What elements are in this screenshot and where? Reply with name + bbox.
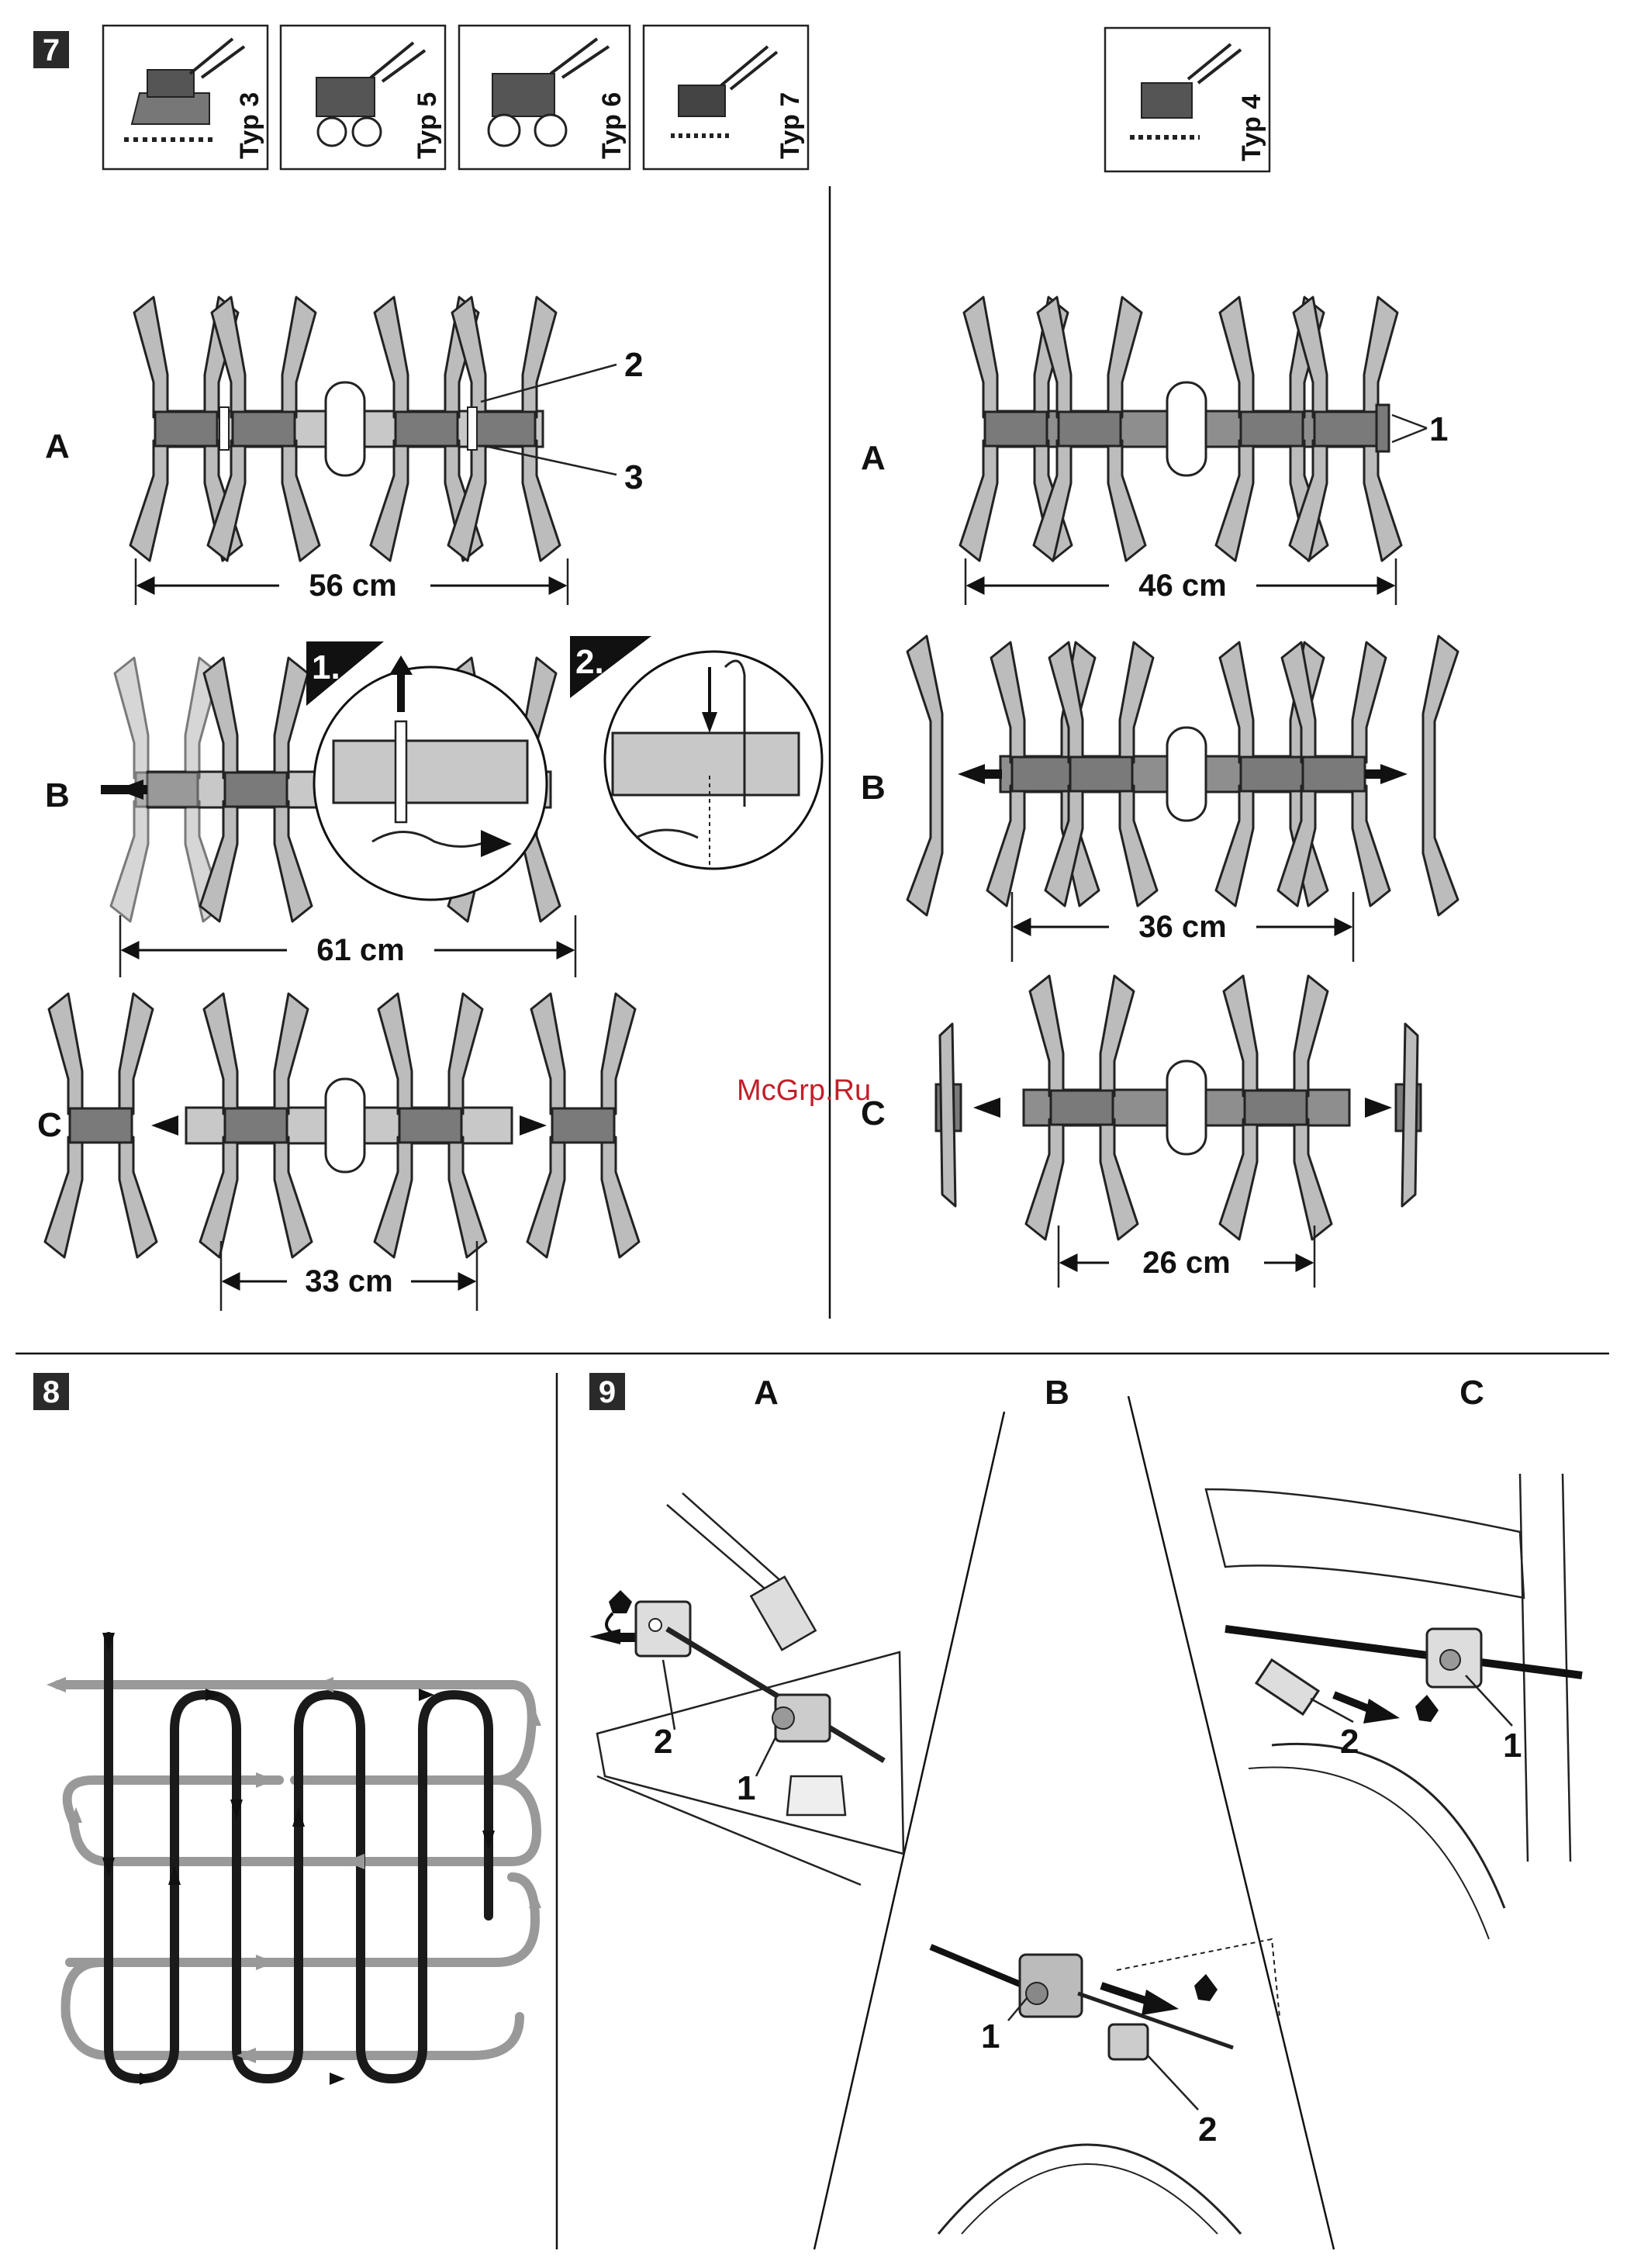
- callout-3: 3: [624, 458, 643, 496]
- type-thumbnail-typ5: Typ 5: [281, 26, 445, 169]
- row-letter: C: [37, 1106, 62, 1144]
- measure-46cm: 46 cm: [1138, 569, 1226, 603]
- fig7-right-row-B: B 36 cm: [861, 636, 1458, 962]
- fig7-left-row-C: C 33 cm: [37, 994, 639, 1311]
- callout-1: 1: [737, 1769, 755, 1807]
- type-thumbnail-typ4: Typ 4: [1105, 28, 1269, 171]
- step-1-label: 1.: [312, 648, 340, 686]
- rabbit-icon: [609, 1590, 632, 1613]
- watermark: McGrp.Ru: [737, 1074, 871, 1107]
- type-label-typ3: Typ 3: [235, 92, 264, 159]
- pin: [219, 407, 229, 450]
- panel-C-throttle: 2 1: [1206, 1474, 1582, 1939]
- fig7-right-row-A: A 1 46 cm: [861, 297, 1448, 605]
- detail-magnifier-step2: 2.: [570, 636, 822, 869]
- tilling-pattern-diagram: [47, 1633, 541, 2085]
- type-thumbnail-typ7: Typ 7: [644, 26, 808, 169]
- panel-A-throttle: 2 1: [589, 1493, 903, 1885]
- type-thumbnail-typ6: Typ 6: [459, 26, 630, 169]
- measure-61cm: 61 cm: [316, 933, 404, 967]
- row-letter: A: [861, 439, 886, 477]
- figure-7-number: 7: [43, 33, 60, 67]
- type-thumbnail-typ3: Typ 3: [103, 26, 268, 169]
- step-2-label: 2.: [575, 643, 604, 681]
- figure-9-number: 9: [599, 1375, 616, 1409]
- callout-1: 1: [1503, 1727, 1522, 1765]
- row-letter: B: [45, 776, 70, 814]
- row-letter: B: [861, 769, 886, 807]
- panel-letter-C: C: [1459, 1374, 1484, 1412]
- measure-33cm: 33 cm: [305, 1264, 392, 1298]
- callout-2: 2: [1198, 2111, 1217, 2149]
- panel-letter-B: B: [1045, 1374, 1069, 1412]
- rabbit-icon: [1194, 1974, 1218, 2001]
- figure-8: 8: [33, 1373, 541, 2085]
- fig7-left-row-B: B 1. 2.: [45, 636, 822, 977]
- measure-56cm: 56 cm: [309, 569, 396, 603]
- callout-2: 2: [654, 1723, 672, 1761]
- figure-8-number: 8: [43, 1375, 60, 1409]
- figure-7-header: 7 Typ 3 Typ 5: [33, 26, 1269, 171]
- callout-1: 1: [1429, 410, 1448, 448]
- detail-magnifier-step1: 1.: [306, 641, 547, 900]
- rabbit-icon: [1415, 1695, 1439, 1722]
- measure-36cm: 36 cm: [1138, 910, 1226, 944]
- type-label-typ4: Typ 4: [1237, 95, 1266, 161]
- pin: [468, 407, 477, 450]
- panel-B-throttle: 1 2: [931, 1939, 1280, 2234]
- figure-9: 9 A B C 2 1: [589, 1373, 1582, 2249]
- type-label-typ6: Typ 6: [597, 92, 627, 159]
- fig7-right-row-C: C 26 cm: [861, 976, 1421, 1288]
- fig7-left-row-A: A 2 3 56 cm: [45, 297, 643, 605]
- measure-26cm: 26 cm: [1142, 1246, 1230, 1280]
- panel-letter-A: A: [754, 1374, 779, 1412]
- type-label-typ5: Typ 5: [413, 92, 442, 159]
- callout-2: 2: [624, 346, 643, 384]
- type-label-typ7: Typ 7: [776, 92, 805, 159]
- row-letter: A: [45, 427, 70, 465]
- callout-2: 2: [1340, 1723, 1359, 1761]
- callout-1: 1: [981, 2017, 1000, 2055]
